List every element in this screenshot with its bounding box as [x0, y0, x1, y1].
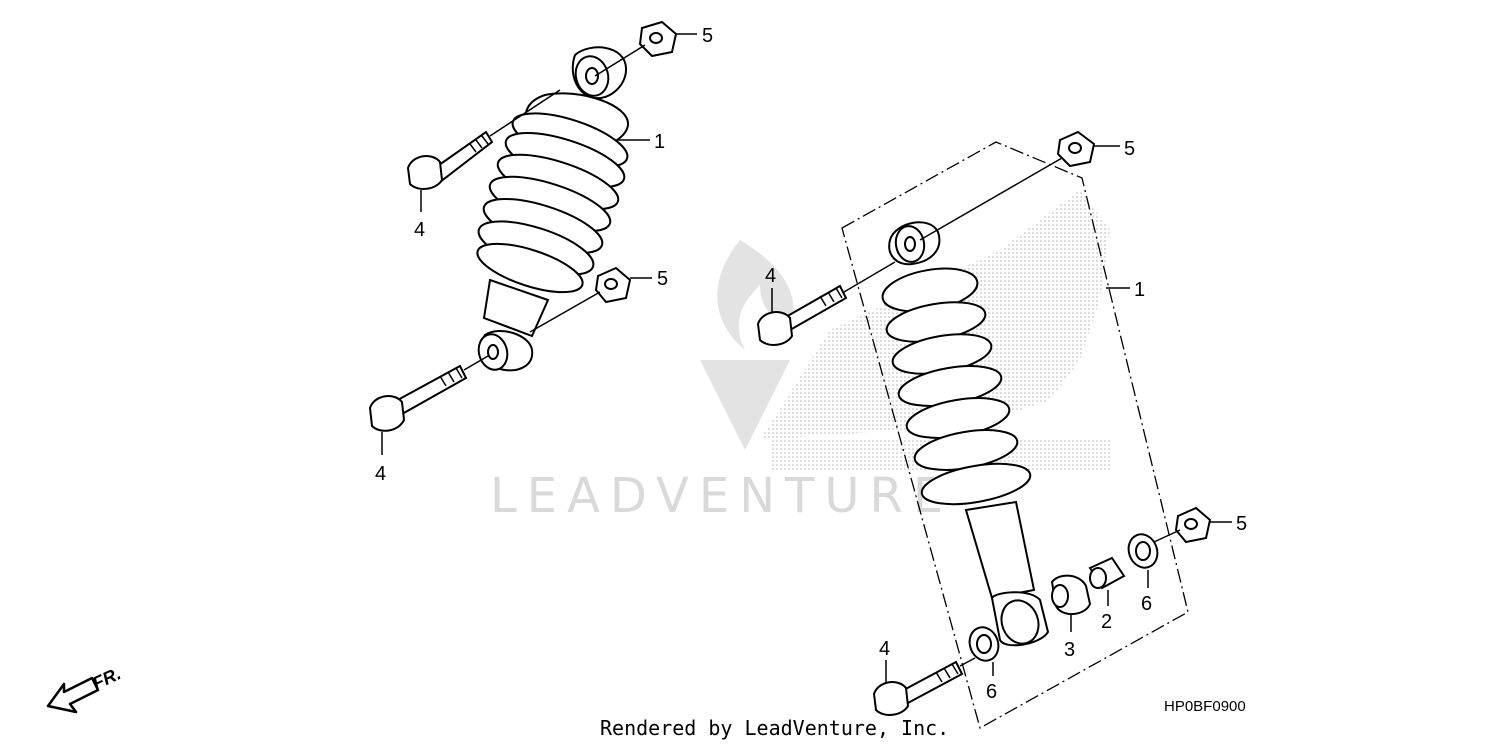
callout-seal-left: 6 — [986, 681, 997, 703]
callout-left-bottom-bolt: 4 — [375, 463, 386, 485]
callout-right-top-nut: 5 — [1124, 138, 1135, 160]
callout-left-bottom-nut: 5 — [657, 268, 668, 290]
diagram-code: HP0BF0900 — [1164, 698, 1246, 715]
front-arrow-icon — [46, 676, 100, 714]
leadventure-watermark: LEADVENTURE — [490, 240, 953, 524]
callout-right-shock: 1 — [1134, 279, 1145, 301]
right-bottom-flange-nut — [1174, 506, 1212, 544]
rendered-by-footer: Rendered by LeadVenture, Inc. — [600, 716, 950, 740]
left-bottom-flange-nut — [594, 266, 632, 304]
left-bottom-bolt — [368, 364, 468, 432]
assembly-group-outline — [841, 141, 1189, 729]
dust-seal-right — [1127, 533, 1159, 569]
right-top-bolt — [756, 284, 848, 346]
callout-right-bottom-bolt: 4 — [879, 638, 890, 660]
front-direction-marker: FR. — [46, 663, 124, 714]
callout-left-top-nut: 5 — [702, 25, 713, 47]
callout-collar: 2 — [1101, 611, 1112, 633]
callout-right-top-bolt: 4 — [765, 265, 776, 287]
right-top-flange-nut — [1056, 130, 1096, 168]
leadventure-flame-logo — [700, 240, 794, 450]
callout-seal-right: 6 — [1141, 593, 1152, 615]
left-top-flange-nut — [638, 20, 678, 58]
callout-bushing: 3 — [1064, 639, 1075, 661]
bushing — [1050, 574, 1092, 615]
watermark-text: LEADVENTURE — [490, 468, 953, 524]
callout-left-shock: 1 — [654, 131, 665, 153]
left-top-bolt — [406, 130, 494, 190]
callout-right-bottom-nut: 5 — [1236, 513, 1247, 535]
callout-left-top-bolt: 4 — [414, 219, 425, 241]
dust-seal-left — [968, 626, 1000, 662]
right-bottom-bolt — [872, 660, 964, 716]
left-shock-absorber — [476, 46, 630, 372]
right-shock-absorber — [881, 221, 1050, 647]
collar — [1088, 556, 1126, 590]
